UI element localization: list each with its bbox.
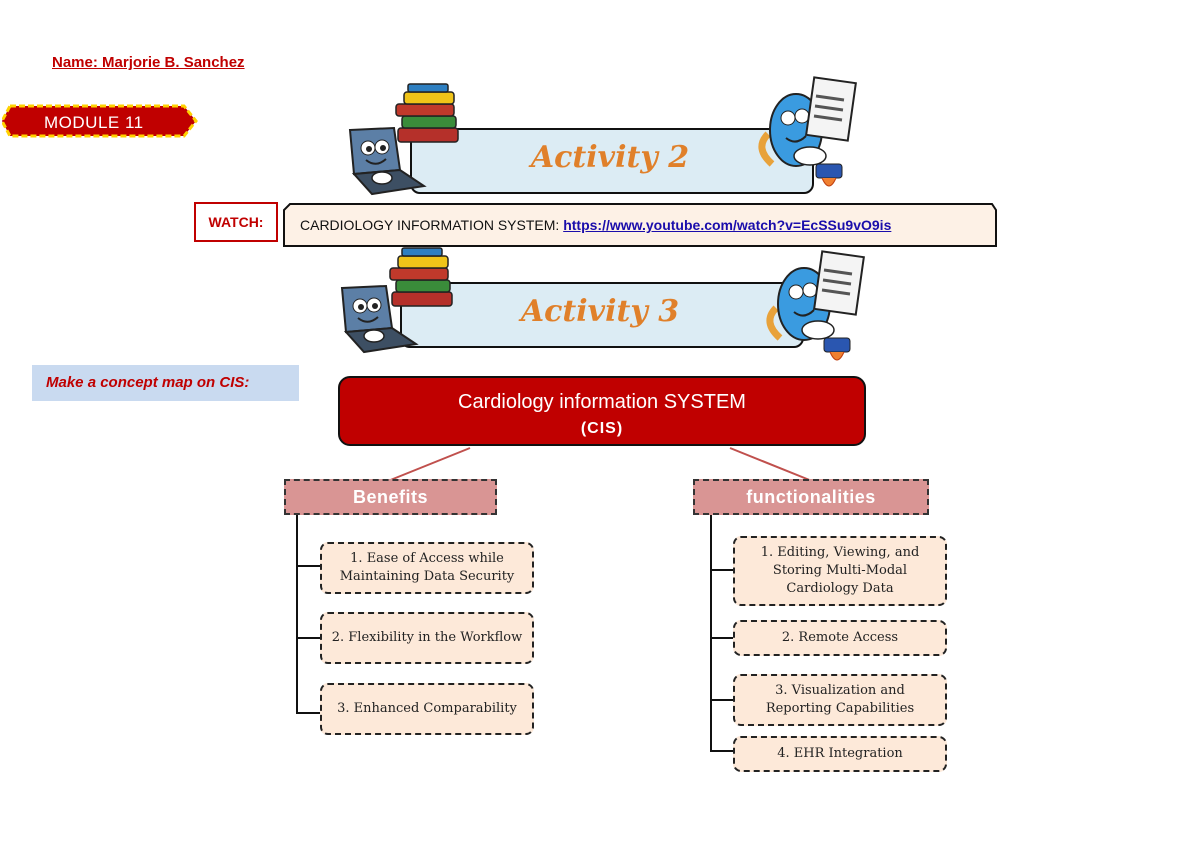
watch-link-box — [283, 203, 997, 247]
activity-3-banner — [400, 282, 804, 348]
module-label: MODULE 11 — [44, 113, 144, 132]
module-ribbon — [2, 104, 198, 138]
books-icon — [389, 247, 453, 307]
watch-label: WATCH: — [208, 214, 264, 230]
functionality-item-2: 2. Remote Access — [733, 620, 947, 656]
activity-3-title: Activity 3 — [520, 294, 680, 329]
concept-map-title: Cardiology information SYSTEM — [458, 391, 746, 413]
activity-2-title: Activity 2 — [530, 140, 690, 175]
laptop-mascot-icon — [340, 284, 419, 354]
document-mascot-icon — [758, 76, 857, 187]
benefit-item-1: 1. Ease of Access while Maintaining Data… — [320, 542, 534, 594]
benefit-item-2: 2. Flexibility in the Workflow — [320, 612, 534, 664]
watch-label-box — [194, 202, 278, 242]
benefit-item-3: 3. Enhanced Comparability — [320, 683, 534, 735]
concept-map-root — [338, 376, 866, 446]
instruction-text: Make a concept map on CIS: — [46, 374, 250, 391]
functionality-item-3: 3. Visualization and Reporting Capabilit… — [733, 674, 947, 726]
concept-map-subtitle: (CIS) — [580, 420, 624, 437]
benefits-node — [284, 479, 497, 515]
functionalities-label: functionalities — [746, 487, 876, 507]
student-name: Name: Marjorie B. Sanchez — [52, 54, 245, 71]
functionalities-node — [693, 479, 929, 515]
watch-text: CARDIOLOGY INFORMATION SYSTEM: https://w… — [300, 217, 891, 233]
books-icon — [395, 83, 459, 143]
functionality-item-4: 4. EHR Integration — [733, 736, 947, 772]
functionality-item-1: 1. Editing, Viewing, and Storing Multi-M… — [733, 536, 947, 606]
watch-description: CARDIOLOGY INFORMATION SYSTEM: — [300, 217, 564, 233]
laptop-mascot-icon — [348, 126, 427, 196]
benefits-label: Benefits — [352, 487, 428, 507]
document-mascot-icon — [766, 250, 865, 361]
instruction-banner — [32, 365, 299, 401]
youtube-link[interactable]: https://www.youtube.com/watch?v=EcSSu9vO… — [563, 217, 892, 233]
activity-2-banner — [410, 128, 814, 194]
